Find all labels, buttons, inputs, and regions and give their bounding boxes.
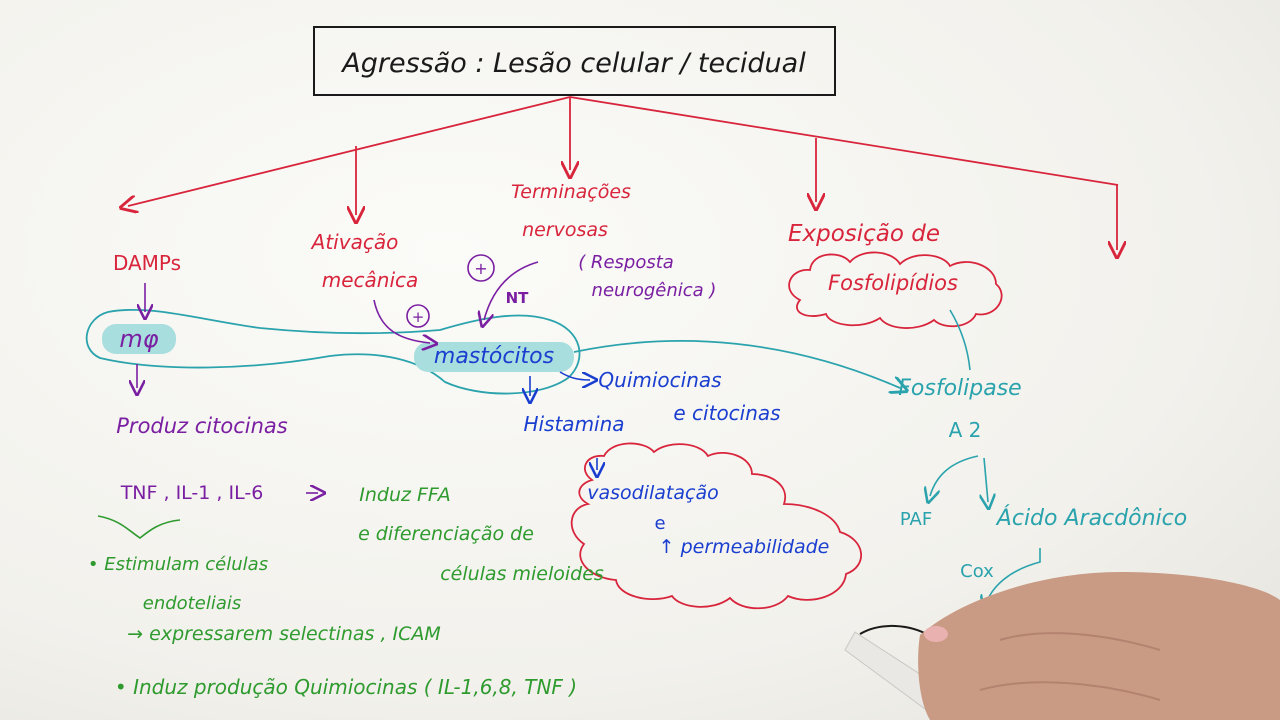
estimulam-line2: endoteliais — [143, 593, 241, 614]
fosfolipidios-to-fosfolipase-line — [949, 309, 971, 371]
ativacao-plus-sign: + — [412, 308, 425, 326]
fosfolipase-line1: Fosfolipase — [898, 376, 1021, 401]
cloud-line2: e — [654, 513, 665, 534]
nt-plus-circle — [467, 254, 495, 282]
title-text: Agressão : Lesão celular / tecidual — [340, 48, 806, 79]
produz-citocinas: Produz citocinas — [116, 414, 288, 438]
paf-label: PAF — [900, 509, 932, 530]
fosfolipidios-cloud — [788, 251, 1003, 329]
branch-arrows — [128, 96, 1118, 250]
acido-arrow — [984, 457, 988, 502]
citocinas-label: e citocinas — [673, 401, 780, 425]
histamina-label: Histamina — [523, 412, 624, 436]
paf-arrow — [930, 455, 979, 496]
expressao-line: → expressarem selectinas , ICAM — [127, 623, 441, 645]
vasodilatacao-cloud — [570, 442, 863, 610]
induz-quimiocinas: • Induz produção Quimiocinas ( IL-1,6,8,… — [115, 675, 577, 699]
nt-plus-sign: + — [474, 259, 487, 278]
exposicao-label-line2: Fosfolipídios — [828, 271, 958, 295]
mastocitos-to-fosfolipase-arrow — [573, 340, 900, 388]
nt-label: NT — [506, 289, 530, 307]
cloud-line1: vasodilatação — [587, 482, 718, 504]
cloud-line3: ↑ permeabilidade — [659, 536, 830, 558]
ativacao-label-line2: mecânica — [322, 268, 419, 292]
quimiocinas-arrow — [559, 371, 590, 380]
terminacoes-label-line1: Terminações — [511, 181, 631, 203]
fosfolipase-line2: A 2 — [949, 418, 982, 442]
acido-label: Ácido Aracdônico — [995, 505, 1187, 531]
mastocitos-highlight — [414, 342, 574, 372]
diferenciacao-line2: células mieloides — [440, 563, 604, 585]
nt-arrow — [484, 261, 539, 320]
damps-label: DAMPs — [113, 251, 181, 275]
terminacoes-label-line2: nervosas — [522, 219, 608, 241]
ativacao-arrow — [373, 299, 430, 343]
mastocitos-node: mastócitos — [434, 344, 554, 369]
exposicao-label-line1: Exposição de — [788, 221, 940, 247]
cytokine-brace — [97, 515, 181, 539]
hand-with-stylus — [844, 572, 1280, 720]
resposta-line2: neurogênica ) — [592, 280, 717, 301]
ativacao-label-line1: Ativação — [310, 230, 399, 254]
title-box — [313, 26, 836, 96]
cytokine-list: TNF , IL-1 , IL-6 — [120, 482, 264, 504]
diferenciacao-line1: e diferenciação de — [358, 523, 534, 545]
resposta-line1: ( Resposta — [578, 252, 674, 273]
estimulam-line1: • Estimulam células — [88, 554, 268, 575]
ativacao-plus-circle — [406, 304, 430, 328]
induz-ffa: Induz FFA — [359, 484, 451, 506]
macrofago-highlight — [102, 324, 176, 354]
macrofago-node: mφ — [119, 325, 158, 353]
cox-label: Cox — [960, 561, 994, 582]
cell-loop — [85, 308, 581, 395]
quimiocinas-label: Quimiocinas — [598, 368, 721, 392]
